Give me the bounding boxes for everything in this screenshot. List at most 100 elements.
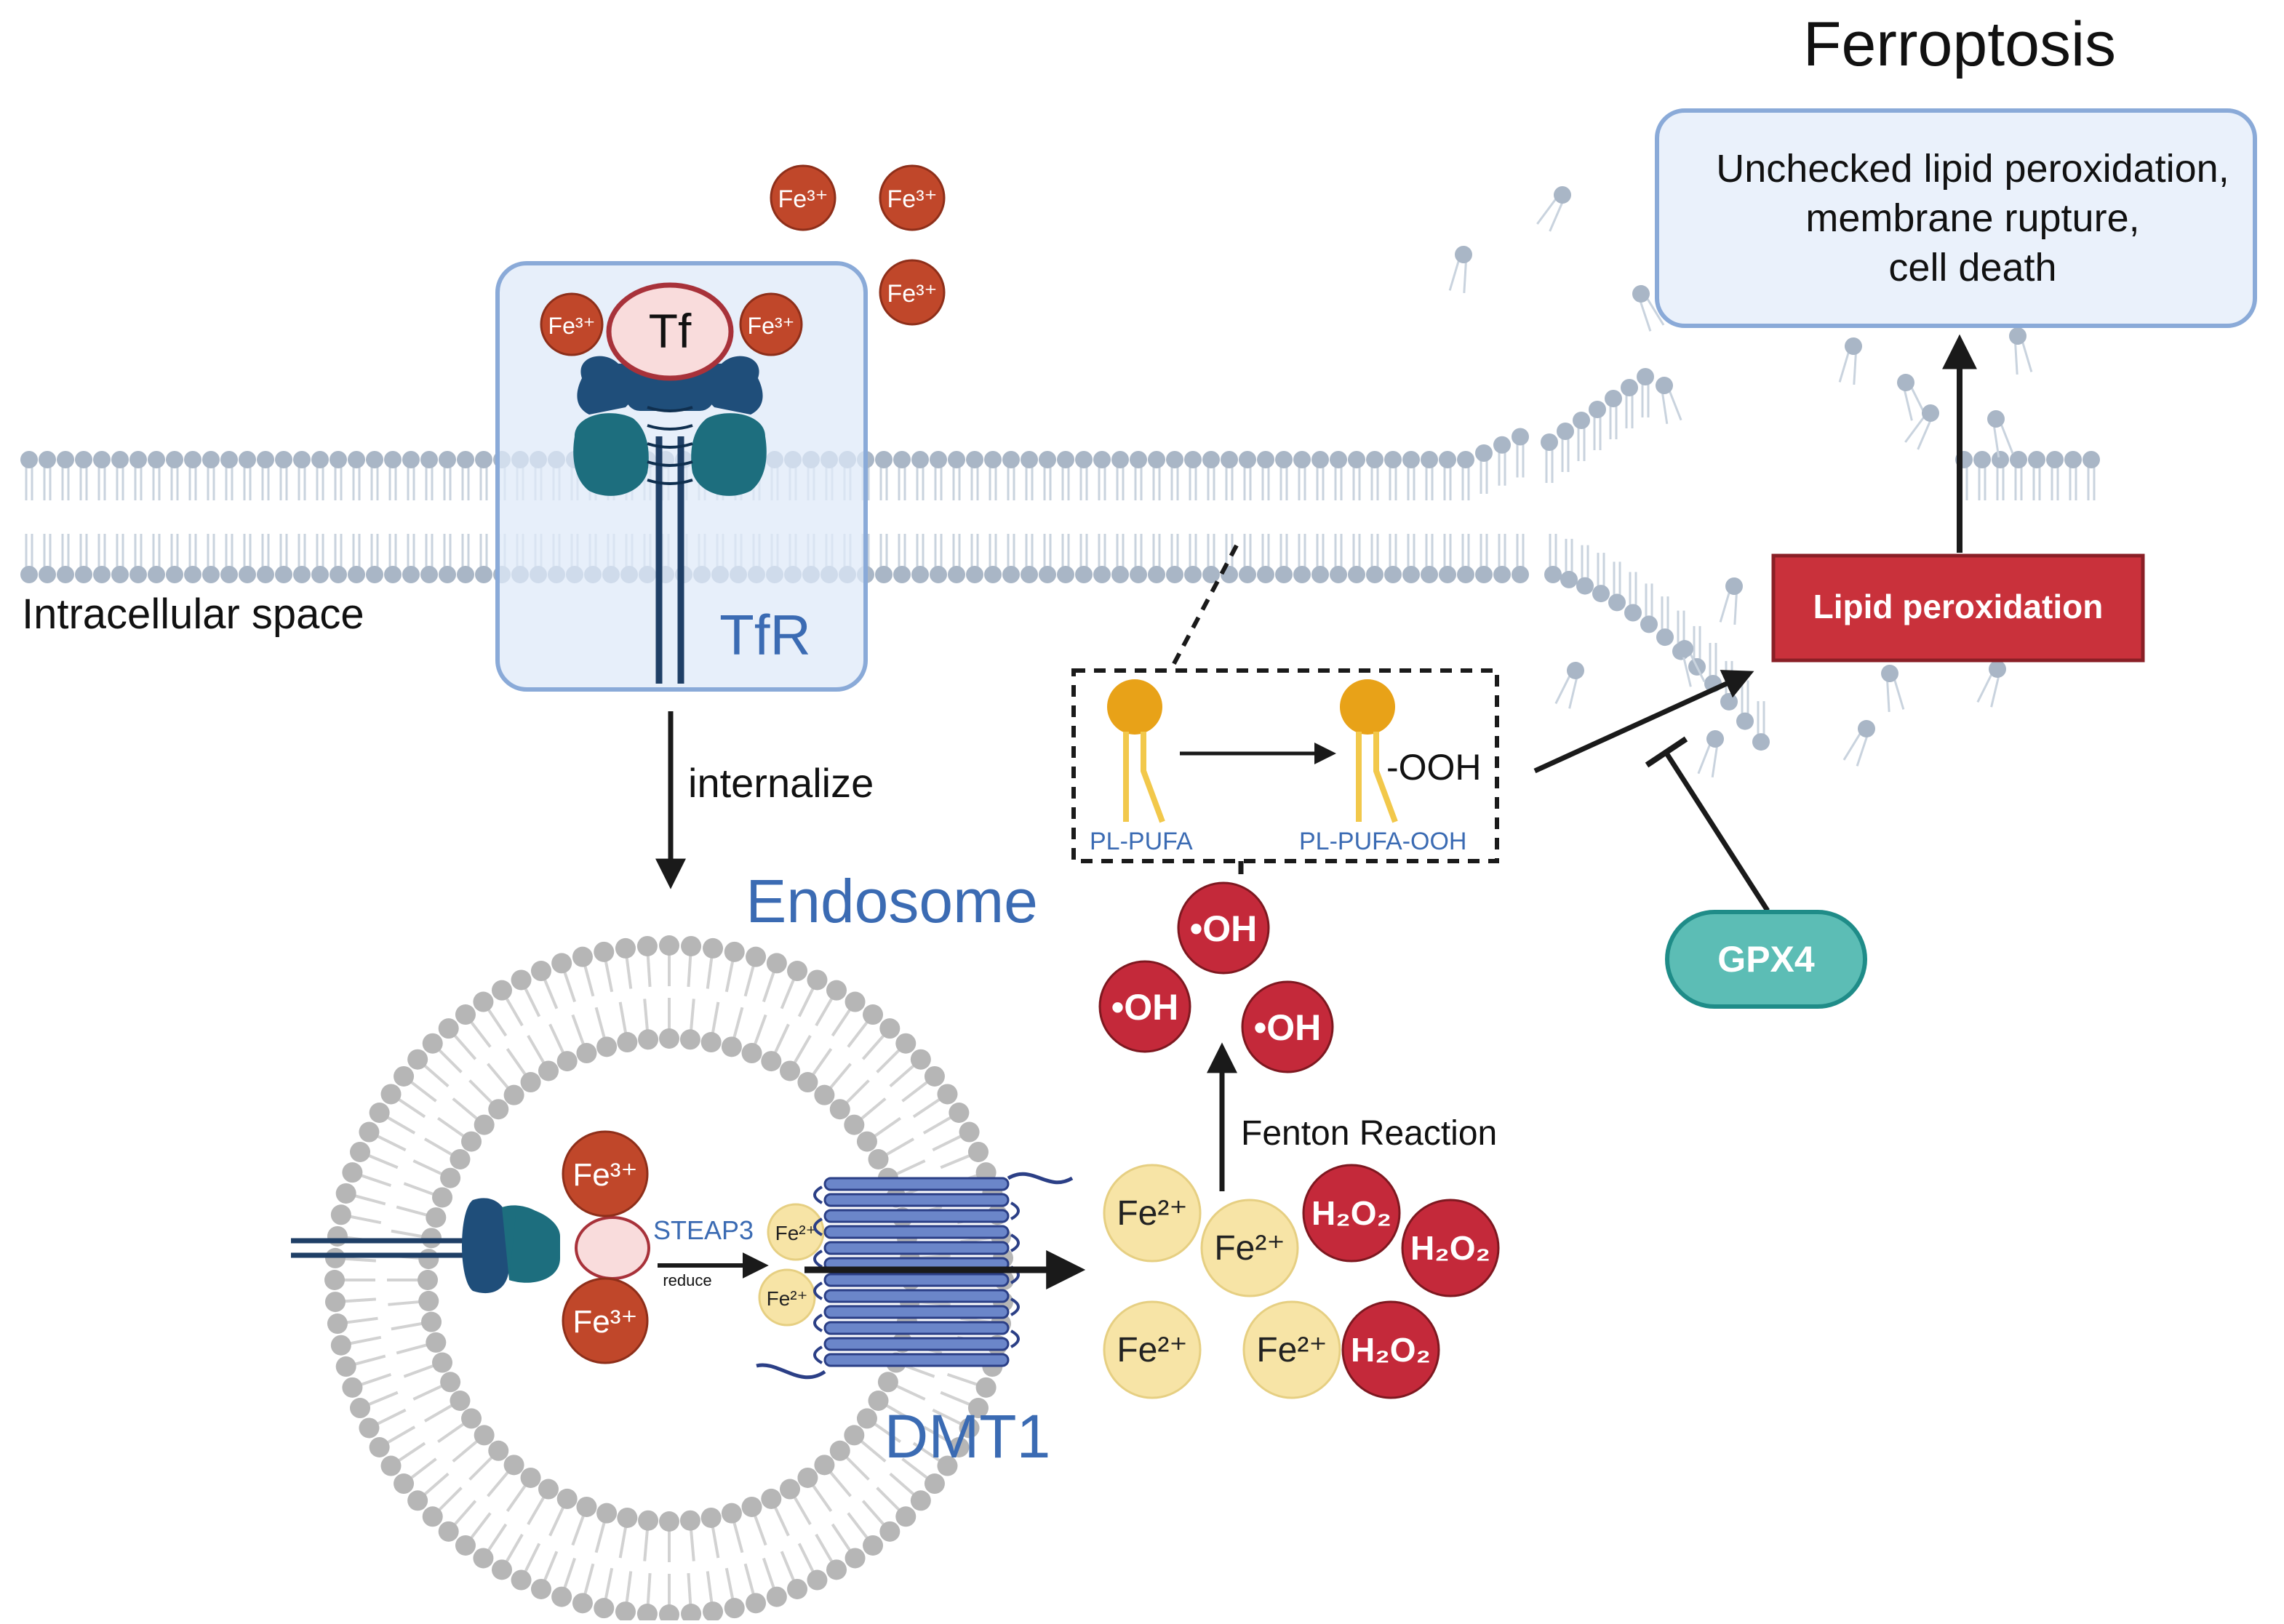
lipid-molecule — [893, 451, 911, 500]
lipid-molecule — [1166, 451, 1183, 500]
lipid-molecule — [1605, 390, 1622, 439]
dmt1-helix — [823, 1321, 1010, 1335]
lipid-molecule — [422, 1033, 463, 1073]
outcome-line-1: Unchecked lipid peroxidation, — [1716, 147, 2229, 191]
lipid-molecule — [455, 1004, 492, 1048]
lipid-molecule — [391, 1311, 442, 1332]
lipid-molecule — [940, 1141, 989, 1169]
fe3-label: Fe³⁺ — [887, 185, 938, 213]
fe3-label: Fe³⁺ — [548, 313, 596, 339]
lipid-molecule — [1987, 410, 2014, 458]
fe2-ion: Fe²⁺ — [1103, 1300, 1202, 1399]
lipid-molecule — [1904, 404, 1939, 450]
lipid-molecule — [439, 451, 456, 500]
lipid-molecule — [396, 1332, 447, 1355]
lipid-molecule — [1330, 451, 1347, 500]
lipid-molecule — [1475, 534, 1493, 583]
lipid-molecule — [797, 1048, 833, 1093]
lipid-molecule — [617, 1507, 638, 1559]
lipid-peroxidation-label: Lipid peroxidation — [1813, 588, 2104, 625]
lipid-molecule — [166, 451, 183, 500]
lipid-molecule — [1039, 451, 1056, 500]
lipid-molecule — [257, 451, 274, 500]
lipid-molecule — [527, 1479, 559, 1526]
dmt1-helix — [823, 1225, 1010, 1239]
lipid-molecule — [275, 534, 292, 583]
fe3-label: Fe³⁺ — [887, 280, 938, 308]
lipid-molecule — [1560, 538, 1578, 588]
lipid-molecule — [39, 451, 56, 500]
extracellular-iron: Fe³⁺ Fe³⁺ Fe³⁺ — [770, 164, 946, 326]
lipid-molecule — [93, 534, 111, 583]
reduce-label: reduce — [663, 1271, 711, 1289]
lipid-molecule — [829, 1440, 870, 1481]
lipid-molecule — [1457, 534, 1474, 583]
lipid-molecule — [2083, 451, 2100, 500]
lipid-molecule — [184, 451, 201, 500]
endosomal-receptor — [291, 1198, 650, 1294]
lipid-molecule — [1311, 534, 1329, 583]
lipid-molecule — [911, 534, 929, 583]
lipid-molecule — [571, 1014, 597, 1064]
lipid-molecule — [420, 534, 438, 583]
lipid-molecule — [184, 534, 201, 583]
lipid-molecule — [350, 1141, 399, 1169]
lipid-molecule — [743, 1563, 767, 1614]
lipid-molecule — [1608, 561, 1626, 612]
lipid-molecule — [1130, 534, 1147, 583]
fe2-label: Fe²⁺ — [1117, 1331, 1187, 1369]
lipid-molecule — [257, 534, 274, 583]
lipid-molecule — [422, 1487, 463, 1527]
lipid-molecule — [1184, 451, 1202, 500]
lipid-molecule — [868, 1137, 915, 1169]
lipid-molecule — [948, 534, 965, 583]
lipid-molecule — [876, 1487, 917, 1527]
lipid-molecule — [468, 1440, 509, 1481]
lipid-molecule — [984, 534, 1002, 583]
lipid-molecule — [724, 941, 745, 993]
to-lipid-peroxidation-arrow — [1533, 670, 1754, 774]
lipid-molecule — [1366, 534, 1383, 583]
lipid-molecule — [511, 969, 541, 1017]
lipid-molecule — [2046, 451, 2064, 500]
endosome-label: Endosome — [746, 867, 1038, 935]
lipid-molecule — [148, 451, 165, 500]
fe3-ion: Fe³⁺ — [562, 1130, 649, 1217]
lipid-molecule — [1239, 451, 1256, 500]
lipid-molecule — [1130, 451, 1147, 500]
fe2-ion: Fe²⁺ — [1103, 1164, 1202, 1263]
fe3-ion: Fe³⁺ — [562, 1277, 649, 1364]
lipid-molecule — [438, 1500, 477, 1542]
lipid-molecule — [1493, 534, 1511, 583]
lipid-molecule — [966, 451, 983, 500]
ooh-label: -OOH — [1386, 747, 1482, 788]
lipid-molecule — [889, 1472, 931, 1511]
lipid-molecule — [1075, 534, 1093, 583]
lipid-molecule — [868, 1391, 915, 1423]
lipid-molecule — [330, 534, 347, 583]
intracellular-label: Intracellular space — [22, 591, 364, 638]
lipid-molecule — [984, 451, 1002, 500]
lipid-molecule — [111, 534, 129, 583]
lipid-molecule — [911, 451, 929, 500]
lipid-molecule — [946, 1372, 997, 1398]
lipid-molecule — [1057, 451, 1074, 500]
lipid-molecule — [940, 1391, 989, 1419]
lipid-molecule — [403, 1352, 453, 1378]
lipid-molecule — [1576, 545, 1594, 595]
gpx4-label: GPX4 — [1717, 939, 1815, 980]
lipid-molecule — [1221, 451, 1238, 500]
lipid-molecule — [814, 1455, 852, 1497]
lipid-molecule — [2028, 451, 2045, 500]
lipid-molecule — [724, 1567, 745, 1619]
lipid-molecule — [1512, 534, 1529, 583]
lipid-molecule — [861, 1018, 901, 1060]
pl-pufa-lipid — [1107, 679, 1165, 823]
fe3-label: Fe³⁺ — [572, 1157, 637, 1193]
lipid-molecule — [1221, 534, 1238, 583]
lipid-molecule — [1075, 451, 1093, 500]
lipid-molecule — [342, 1372, 392, 1398]
lipid-molecule — [1573, 412, 1590, 461]
lipid-molecule — [487, 1455, 524, 1497]
callout-line — [1169, 544, 1239, 671]
